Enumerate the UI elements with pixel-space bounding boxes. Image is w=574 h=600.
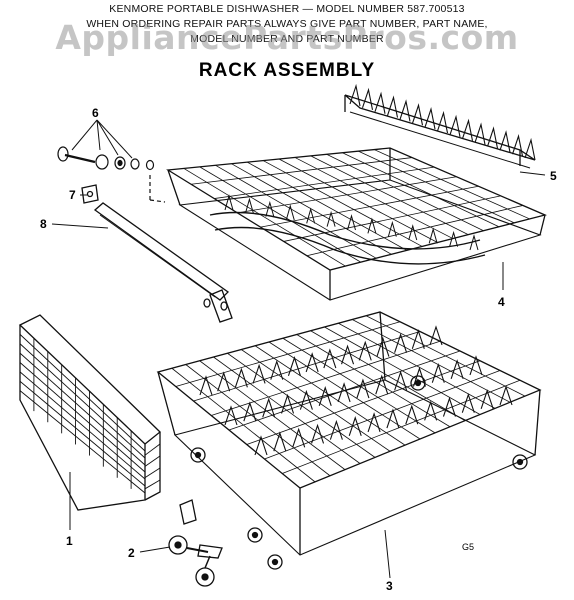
callout-7: 7 — [69, 188, 76, 202]
part-7-clip — [81, 184, 99, 204]
callout-6: 6 — [92, 106, 99, 120]
part-5-dish-rack — [344, 83, 536, 169]
diagram-title: RACK ASSEMBLY — [198, 60, 376, 81]
part-2-roller-set — [168, 499, 223, 587]
header-number-line: MODEL NUMBER AND PART NUMBER — [190, 33, 384, 45]
watermark-logo: AppliancePartsPros.com — [55, 18, 519, 57]
header-model-line: KENMORE PORTABLE DISHWASHER — MODEL NUMB… — [109, 3, 465, 15]
part-8-rail — [93, 202, 233, 323]
callout-2: 2 — [128, 546, 135, 560]
figure-code: G5 — [462, 542, 474, 552]
callout-1: 1 — [66, 534, 73, 548]
callout-4: 4 — [498, 295, 505, 309]
part-4-upper-rack — [166, 147, 548, 301]
part-6-screw-set — [57, 146, 166, 203]
header-ordering-line: WHEN ORDERING REPAIR PARTS ALWAYS GIVE P… — [86, 18, 488, 30]
part-3-lower-rack — [156, 311, 542, 570]
callout-5: 5 — [550, 169, 557, 183]
callout-3: 3 — [386, 579, 393, 593]
leader-lines — [51, 119, 546, 579]
part-1-silverware-basket — [18, 314, 161, 511]
callout-8: 8 — [40, 217, 47, 231]
